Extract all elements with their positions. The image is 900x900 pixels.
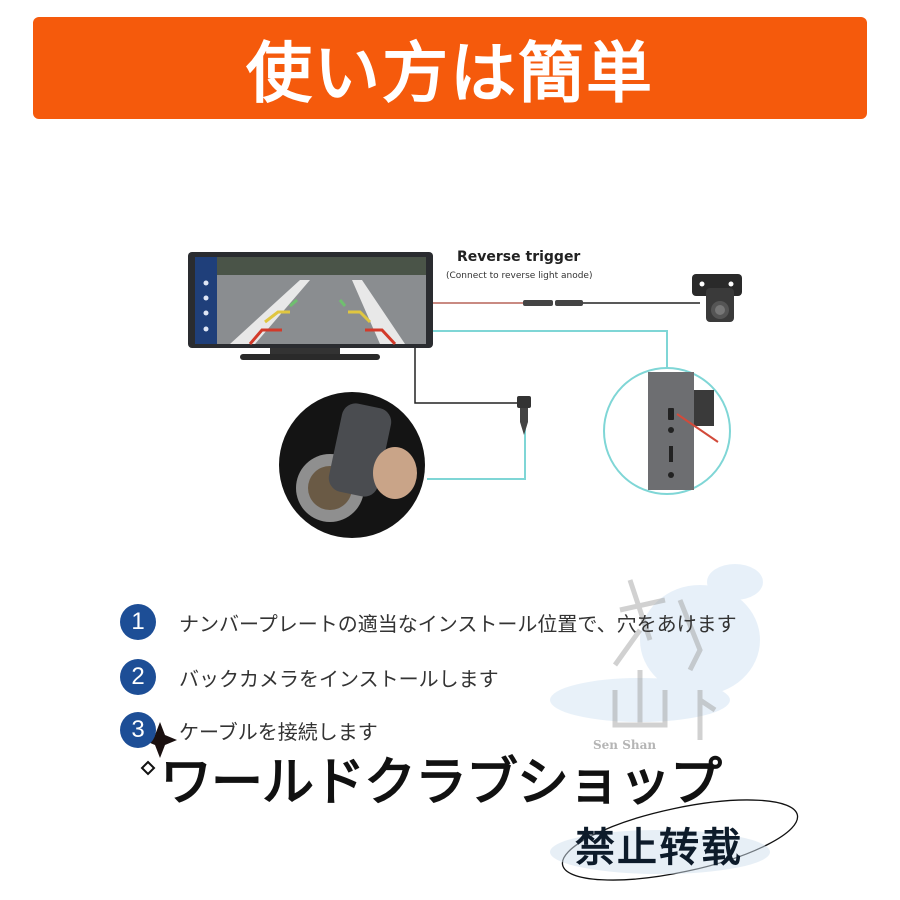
monitor-display [188, 252, 433, 360]
rear-camera [692, 274, 742, 322]
side-port-closeup [603, 367, 731, 495]
cloud-watermark-icon [550, 564, 763, 722]
reverse-trigger-note: (Connect to reverse light anode) [446, 271, 593, 281]
banner-title: 使い方は簡単 [246, 35, 654, 112]
step-text: ケーブルを接続します [179, 719, 378, 744]
step-item: 2 バックカメラをインストールします [120, 659, 499, 695]
shop-name-watermark: ワールドクラブショップ [160, 753, 722, 813]
step-text: ナンバープレートの適当なインストール位置で、穴をあけます [179, 611, 737, 636]
step-item: 3 ケーブルを接続します [120, 712, 378, 748]
step-number-badge: 1 [120, 604, 156, 640]
lighter-closeup [279, 392, 425, 538]
step-number-badge: 2 [120, 659, 156, 695]
step-number-badge: 3 [120, 712, 156, 748]
brand-romaji: Sen Shan [593, 738, 657, 752]
no-repost-stamp: 禁止转载 [575, 825, 743, 871]
cigarette-lighter-adapter [517, 396, 531, 435]
installation-diagram [188, 252, 742, 538]
small-diamond-icon [140, 760, 156, 776]
title-banner: 使い方は簡単 [33, 17, 867, 119]
step-item: 1 ナンバープレートの適当なインストール位置で、穴をあけます [120, 604, 737, 640]
step-text: バックカメラをインストールします [179, 666, 499, 691]
reverse-trigger-label: Reverse trigger [457, 249, 581, 265]
